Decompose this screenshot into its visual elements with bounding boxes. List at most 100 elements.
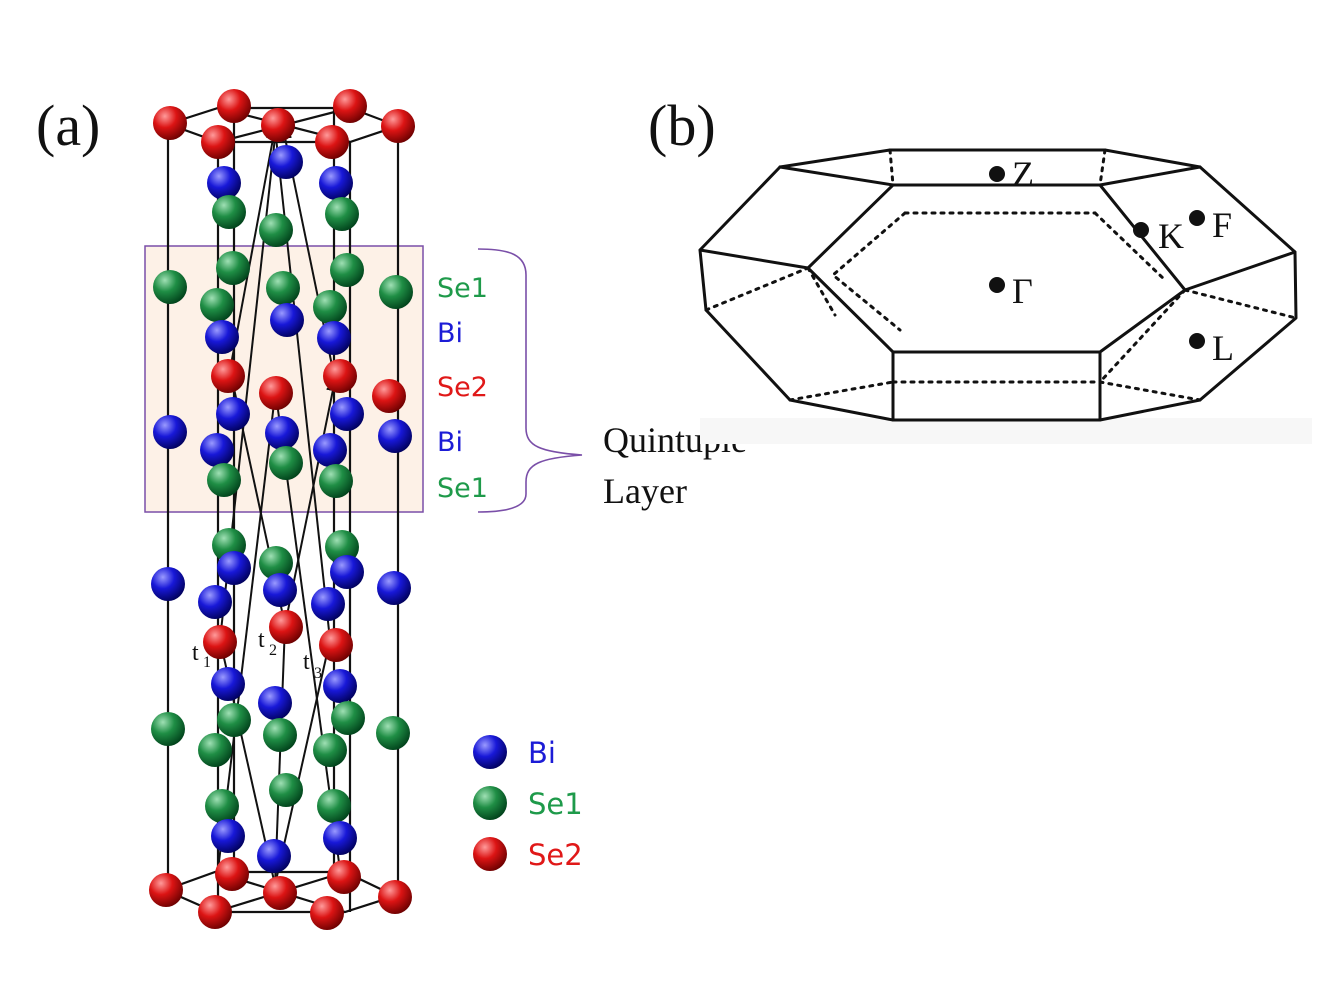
se1-atom [217,703,251,737]
bi-atom [323,669,357,703]
point-gamma-label: Γ [1012,271,1033,311]
se2-atom [261,108,295,142]
se1-atom [259,546,293,580]
svg-text:1: 1 [203,654,211,671]
se1-atom [259,213,293,247]
se1-atom [313,290,347,324]
se1-atom [200,288,234,322]
se2-atom [259,376,293,410]
bi-atom [211,819,245,853]
bi-atom [323,821,357,855]
legend-se1-label: Se1 [528,787,583,821]
se2-atom [269,610,303,644]
se1-atom [151,712,185,746]
point-z-label: Z [1012,154,1034,194]
se2-atom [381,109,415,143]
point-f-label: F [1212,205,1232,245]
bi-atom [313,433,347,467]
vector-label-t1: t 1 [192,640,211,671]
atom-layer [149,89,415,930]
bi-atom [378,419,412,453]
se1-atom [330,253,364,287]
bi-atom [269,145,303,179]
bi-atom [205,320,239,354]
bi-atom [265,416,299,450]
se1-atom [212,195,246,229]
bi-atom [198,585,232,619]
se2-atom [201,125,235,159]
layer-label-bi-lower: Bi [437,427,463,458]
se1-atom [376,716,410,750]
bi-atom [257,839,291,873]
se2-atom [323,359,357,393]
se1-atom [263,718,297,752]
bi-atom [330,397,364,431]
legend-se2-marker [473,837,507,871]
bi-atom [211,667,245,701]
se1-atom [269,773,303,807]
se2-atom [310,896,344,930]
bi-atom [311,587,345,621]
se1-atom [205,789,239,823]
quintuple-brace [477,248,583,513]
bi-atom [151,567,185,601]
panel-a-label: (a) [36,93,100,158]
legend: Bi Se1 Se2 [473,735,583,872]
bi-atom [216,397,250,431]
se1-atom [331,701,365,735]
se2-atom [217,89,251,123]
se2-atom [203,625,237,659]
svg-text:t: t [303,649,310,675]
bi-atom [377,571,411,605]
se1-atom [216,251,250,285]
se1-atom [317,789,351,823]
legend-se2-label: Se2 [528,838,583,872]
quintuple-label-line2: Layer [603,471,687,511]
se1-atom [313,733,347,767]
panel-b-label: (b) [648,93,716,158]
se2-atom [149,873,183,907]
bi-atom [200,433,234,467]
bi-atom [153,415,187,449]
se2-atom [319,628,353,662]
vector-label-t3: t 3 [303,649,322,682]
se2-atom [378,880,412,914]
svg-text:t: t [192,640,199,666]
vector-label-t2: t 2 [258,627,277,659]
layer-label-se1-bottom: Se1 [437,473,488,504]
se1-atom [198,733,232,767]
se1-atom [379,275,413,309]
brillouin-zone [698,148,1312,444]
se2-atom [315,125,349,159]
layer-label-bi-upper: Bi [437,318,463,349]
bi-atom [330,555,364,589]
se2-atom [333,89,367,123]
layer-label-se1-top: Se1 [437,273,488,304]
se2-atom [153,106,187,140]
se1-atom [325,197,359,231]
se1-atom [319,464,353,498]
bi-atom [217,551,251,585]
se1-atom [266,271,300,305]
layer-label-se2: Se2 [437,372,488,403]
svg-text:2: 2 [269,642,277,659]
se1-atom [269,446,303,480]
se2-atom [327,860,361,894]
point-k-label: K [1158,216,1184,256]
bz-background-band [700,418,1312,444]
point-z-marker [989,166,1005,182]
se2-atom [215,857,249,891]
bi-atom [263,573,297,607]
point-l-label: L [1212,328,1234,368]
bi-atom [317,321,351,355]
legend-bi-marker [473,735,507,769]
se1-atom [153,270,187,304]
bi-atom [258,686,292,720]
point-f-marker [1189,210,1205,226]
se1-atom [207,463,241,497]
bi-atom [319,166,353,200]
bi-atom [207,166,241,200]
legend-bi-label: Bi [528,736,556,770]
svg-text:3: 3 [314,665,322,682]
